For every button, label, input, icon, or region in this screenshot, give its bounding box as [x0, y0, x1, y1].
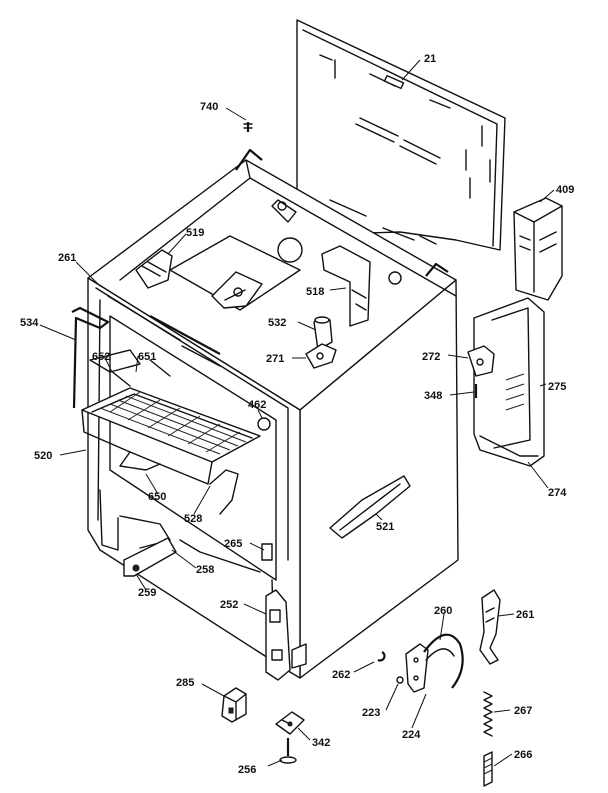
- label-342: 342: [312, 737, 330, 749]
- oven-cabinet: [87, 148, 459, 679]
- hinge-261: [479, 589, 501, 665]
- spring-267: [483, 691, 493, 737]
- screw-223: [396, 676, 404, 684]
- label-534: 534: [20, 317, 39, 329]
- label-261-bottom: 261: [516, 609, 534, 621]
- label-740: 740: [200, 101, 218, 113]
- block-285: [221, 687, 247, 723]
- label-651: 651: [138, 351, 156, 363]
- label-261-top: 261: [58, 252, 76, 264]
- label-519: 519: [186, 227, 204, 239]
- bracket-518: [321, 245, 371, 327]
- foot-256: [279, 738, 297, 764]
- label-650: 650: [148, 491, 166, 503]
- label-285: 285: [176, 677, 194, 689]
- label-21: 21: [424, 53, 436, 65]
- oven-racks: [81, 349, 261, 515]
- label-652: 652: [92, 351, 110, 363]
- label-528: 528: [184, 513, 202, 525]
- hinge-arm-260: [405, 633, 464, 693]
- terminal-block-409: [513, 197, 563, 301]
- part-labels: 21 740 409 519 261 534 518 532 652 651 2…: [20, 53, 574, 776]
- knob-462: [257, 417, 271, 431]
- label-271: 271: [266, 353, 284, 365]
- switch-272: [467, 345, 495, 377]
- label-258: 258: [196, 564, 214, 576]
- bracket-519: [135, 249, 173, 289]
- label-256: 256: [238, 764, 256, 776]
- label-266: 266: [514, 749, 532, 761]
- label-462: 462: [248, 399, 266, 411]
- rod-266: [483, 751, 493, 787]
- bracket-258-259: [123, 537, 177, 577]
- burner-valve-532: [313, 316, 333, 351]
- label-532: 532: [268, 317, 286, 329]
- label-520: 520: [34, 450, 52, 462]
- front-trim-strip: [71, 306, 110, 409]
- screw-740: [243, 122, 253, 132]
- label-272: 272: [422, 351, 440, 363]
- label-224: 224: [402, 729, 421, 741]
- label-267: 267: [514, 705, 532, 717]
- clip-262: [377, 651, 386, 662]
- label-275: 275: [548, 381, 566, 393]
- label-259: 259: [138, 587, 156, 599]
- label-274: 274: [548, 487, 567, 499]
- back-panel: [296, 19, 506, 251]
- label-348: 348: [424, 390, 442, 402]
- label-260: 260: [434, 605, 452, 617]
- label-518: 518: [306, 286, 324, 298]
- leader-lines: [39, 59, 555, 767]
- bracket-271: [305, 343, 337, 369]
- bracket-342: [275, 711, 305, 735]
- hinge-252: [265, 589, 307, 681]
- label-223: 223: [362, 707, 380, 719]
- label-409: 409: [556, 184, 574, 196]
- label-262: 262: [332, 669, 350, 681]
- label-521: 521: [376, 521, 394, 533]
- label-265: 265: [224, 538, 242, 550]
- label-252: 252: [220, 599, 238, 611]
- side-trim-275: [473, 297, 545, 467]
